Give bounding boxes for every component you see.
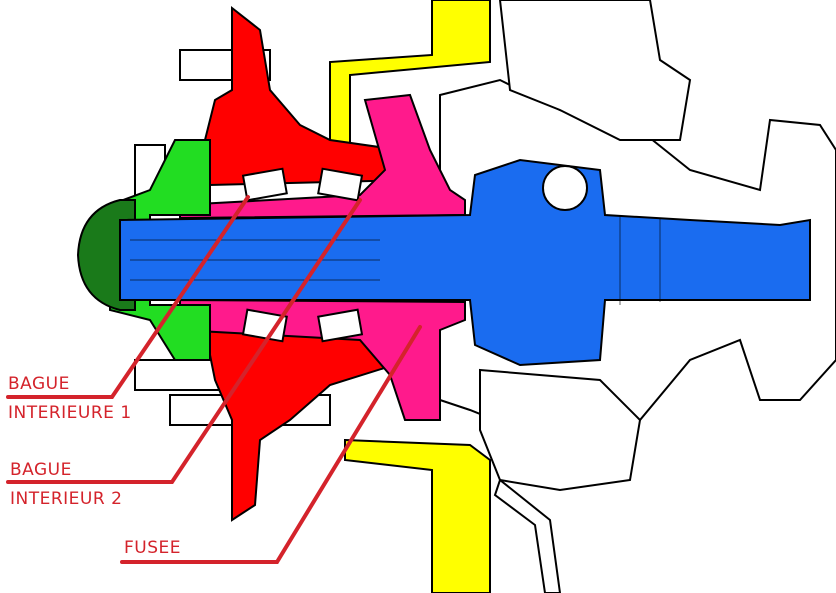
cv-ball [542, 165, 588, 211]
hub-flange-top [203, 5, 412, 187]
inner-bearing-2-bottom [317, 308, 364, 343]
inner-bearing-1-top [241, 167, 288, 202]
leader-line-bague-2 [6, 198, 362, 484]
leader-line-bague-1 [6, 195, 250, 399]
label-bague-1-line2: INTERIEURE 1 [8, 403, 132, 423]
inner-bearing-2-top [317, 167, 364, 202]
label-fusee: FUSEE [124, 538, 181, 558]
label-bague-1-line1: BAGUE [8, 374, 70, 394]
dust-shield-lower [344, 438, 491, 593]
label-bague-2-line1: BAGUE [10, 460, 72, 480]
lower-caliper [479, 368, 642, 492]
leader-line-fusee [120, 325, 422, 564]
label-bague-2-line2: INTERIEUR 2 [10, 489, 123, 509]
upper-caliper [498, 0, 692, 141]
bracket [493, 478, 562, 593]
inner-bearing-1-bottom [241, 308, 288, 343]
drive-shaft [119, 158, 811, 367]
